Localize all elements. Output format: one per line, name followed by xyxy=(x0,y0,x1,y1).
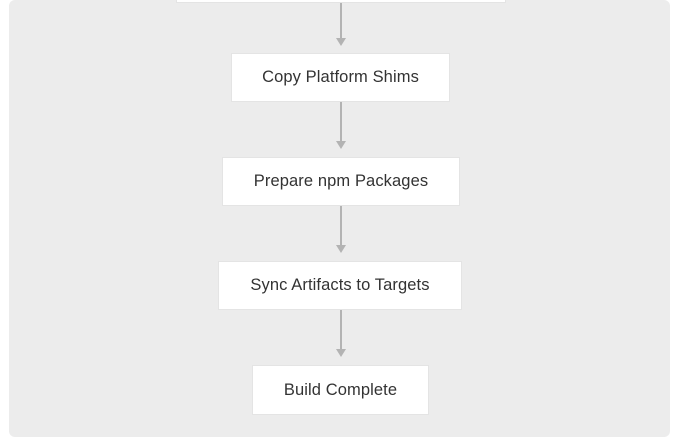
flow-node-prepare-npm-packages[interactable]: Prepare npm Packages xyxy=(222,157,460,206)
edge-line xyxy=(340,206,342,245)
flow-node-label: Prepare npm Packages xyxy=(253,172,429,191)
edge-line xyxy=(340,3,342,38)
edge-line xyxy=(340,310,342,349)
flow-node-copy-platform-shims[interactable]: Copy Platform Shims xyxy=(231,53,450,102)
edge-line xyxy=(340,102,342,141)
flow-node-build-complete[interactable]: Build Complete xyxy=(252,365,429,415)
arrow-head-icon xyxy=(336,141,346,149)
arrow-head-icon xyxy=(336,38,346,46)
flow-node-sync-artifacts-to-targets[interactable]: Sync Artifacts to Targets xyxy=(218,261,462,310)
flow-node-label: Sync Artifacts to Targets xyxy=(250,276,430,295)
arrow-head-icon xyxy=(336,349,346,357)
flow-node-clipped-top[interactable] xyxy=(176,0,506,3)
flow-node-label: Build Complete xyxy=(283,380,398,399)
flowchart-canvas: Copy Platform Shims Prepare npm Packages… xyxy=(9,0,670,437)
flow-node-label: Copy Platform Shims xyxy=(262,68,419,87)
arrow-head-icon xyxy=(336,245,346,253)
